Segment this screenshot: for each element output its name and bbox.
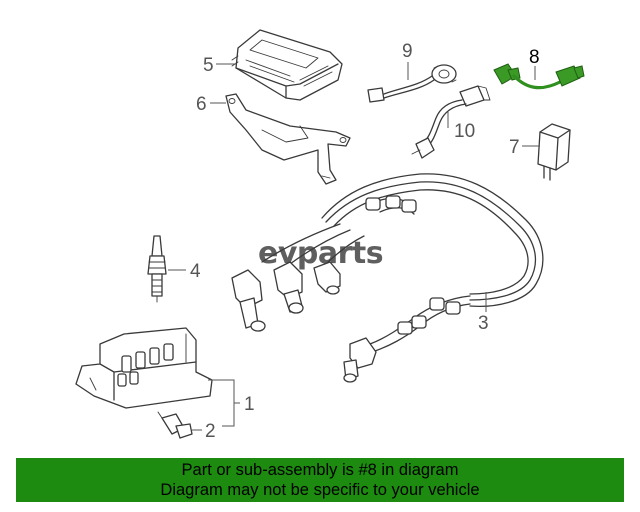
callout-10[interactable]: 10	[454, 121, 475, 142]
callout-1[interactable]: 1	[244, 394, 255, 415]
part-6-bracket[interactable]	[225, 93, 351, 185]
callout-7[interactable]: 7	[509, 137, 520, 158]
part-4-spark-plug[interactable]	[147, 235, 167, 303]
part-2-sensor[interactable]	[157, 411, 193, 439]
callout-2[interactable]: 2	[205, 421, 216, 442]
banner-line-disclaimer: Diagram may not be specific to your vehi…	[160, 481, 480, 499]
callout-9[interactable]: 9	[402, 41, 413, 62]
info-banner: Part or sub-assembly is #8 in diagram Di…	[16, 458, 624, 502]
part-8-sensor-harness-highlighted[interactable]	[493, 63, 585, 90]
callout-3[interactable]: 3	[478, 313, 489, 334]
parts-diagram: 5 6 9 10 8	[75, 29, 585, 442]
callout-5[interactable]: 5	[203, 55, 214, 76]
callout-4[interactable]: 4	[190, 261, 201, 282]
part-1-ignition-coil-pack[interactable]	[75, 327, 213, 409]
part-5-control-module[interactable]	[231, 29, 343, 101]
part-10-sensor[interactable]	[411, 85, 491, 159]
part-7-relay[interactable]	[537, 123, 571, 181]
part-3-ignition-wire-set[interactable]	[231, 173, 544, 383]
part-9-knock-sensor[interactable]	[367, 64, 457, 103]
callout-1-bracket	[208, 379, 235, 427]
watermark-logo: evparts	[258, 236, 384, 271]
banner-line-part: Part or sub-assembly is #8 in diagram	[181, 461, 459, 479]
callout-6[interactable]: 6	[196, 94, 207, 115]
callout-8[interactable]: 8	[529, 47, 540, 68]
